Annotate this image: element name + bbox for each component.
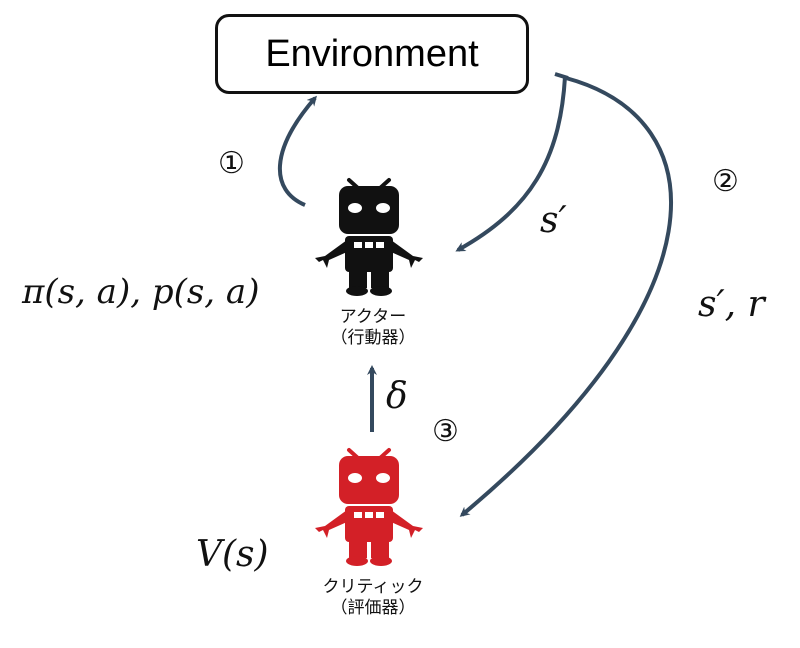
policy-label: π(s, a), p(s, a) xyxy=(22,272,260,312)
state-arrow xyxy=(455,76,567,252)
state-label: s′ xyxy=(540,200,567,241)
td-error-label: δ xyxy=(386,376,408,417)
state-reward-arrow xyxy=(459,76,673,517)
actor-name: アクター xyxy=(339,307,407,327)
critic-label: クリティック （評価器） xyxy=(303,577,443,619)
environment-label: Environment xyxy=(265,32,479,75)
actor-subtitle: （行動器） xyxy=(330,328,416,348)
step-1-label: ① xyxy=(218,146,245,181)
step-3-label: ③ xyxy=(432,414,459,449)
critic-robot-icon xyxy=(313,448,425,568)
action-arrow xyxy=(277,95,317,207)
value-label: V(s) xyxy=(196,534,269,575)
step-2-label: ② xyxy=(712,164,739,199)
critic-subtitle: （評価器） xyxy=(330,598,416,618)
actor-label: アクター （行動器） xyxy=(318,307,428,349)
environment-box: Environment xyxy=(215,14,529,94)
actor-robot-icon xyxy=(313,178,425,298)
critic-name: クリティック xyxy=(322,577,424,597)
state-reward-label: s′, r xyxy=(698,284,765,325)
